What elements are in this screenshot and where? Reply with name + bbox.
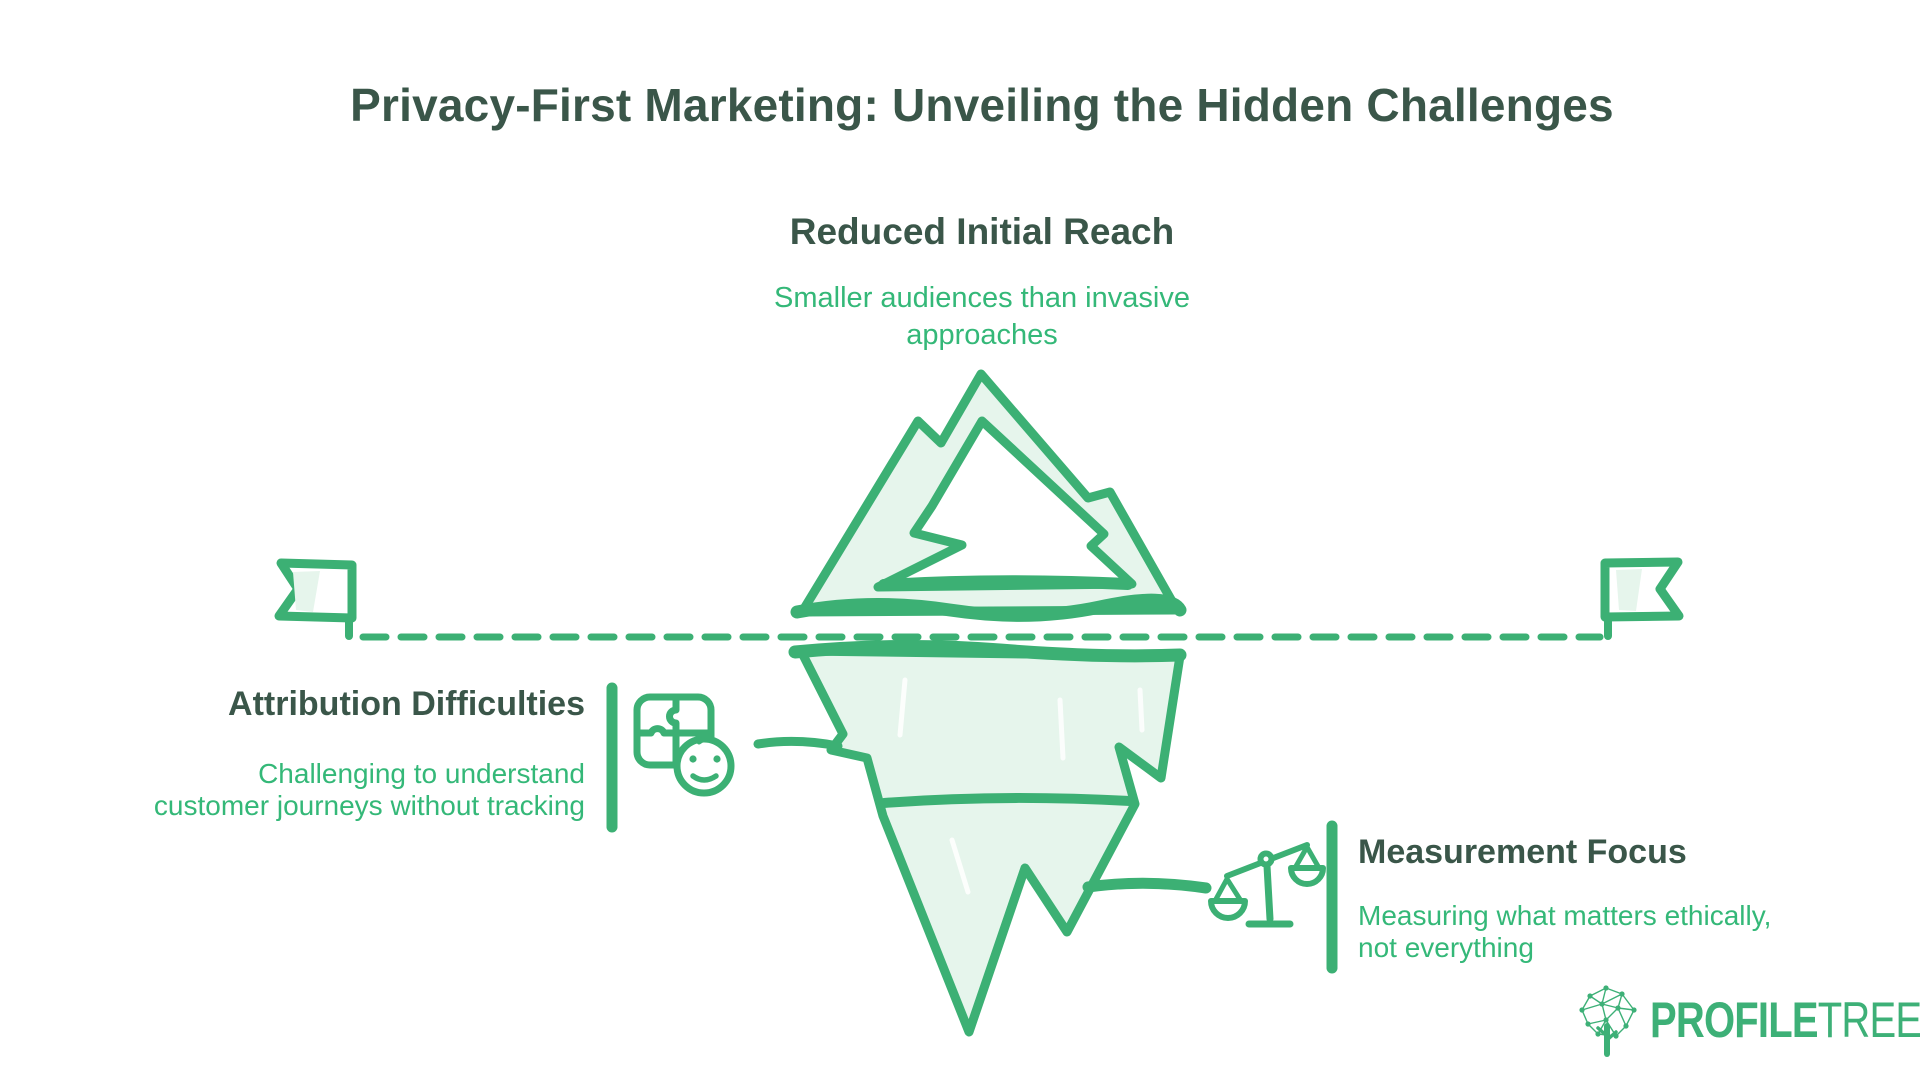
callout-heading: Attribution Difficulties <box>228 685 585 723</box>
iceberg-below-water <box>788 639 1187 1037</box>
tree-network-icon <box>1579 985 1637 1057</box>
callout-desc-line: Measuring what matters ethically, <box>1358 900 1772 931</box>
callout-reduced-initial-reach: Reduced Initial Reach Smaller audiences … <box>732 210 1232 354</box>
flag-right-icon <box>1600 557 1684 640</box>
connector-right <box>1082 877 1212 894</box>
connector-left <box>753 736 843 751</box>
profiletree-logo: PROFILETREE <box>1576 982 1920 1058</box>
iceberg-above-water <box>790 369 1187 622</box>
balance-scale-icon <box>1208 842 1326 928</box>
callout-desc-line: Challenging to understand <box>258 758 585 789</box>
profiletree-wordmark: PROFILETREE <box>1650 991 1920 1049</box>
puzzle-piece-icon <box>633 693 715 769</box>
callout-desc-line: customer journeys without tracking <box>153 790 585 821</box>
flag-left-icon <box>274 558 357 640</box>
callout-heading: Measurement Focus <box>1358 833 1687 871</box>
smiley-face-icon <box>673 735 735 797</box>
logo-text-profile: PROFILE <box>1650 992 1819 1048</box>
callout-desc-line: not everything <box>1358 932 1534 963</box>
page-title: Privacy-First Marketing: Unveiling the H… <box>350 79 1614 131</box>
callout-measurement-focus: Measurement Focus Measuring what matters… <box>1358 832 1828 964</box>
callout-heading: Reduced Initial Reach <box>789 211 1175 252</box>
callout-attribution-difficulties: Attribution Difficulties Challenging to … <box>90 684 585 822</box>
logo-text-tree: TREE <box>1817 992 1920 1048</box>
callout-desc-line: Smaller audiences than invasive <box>774 282 1190 314</box>
callout-desc-line: approaches <box>906 319 1058 351</box>
